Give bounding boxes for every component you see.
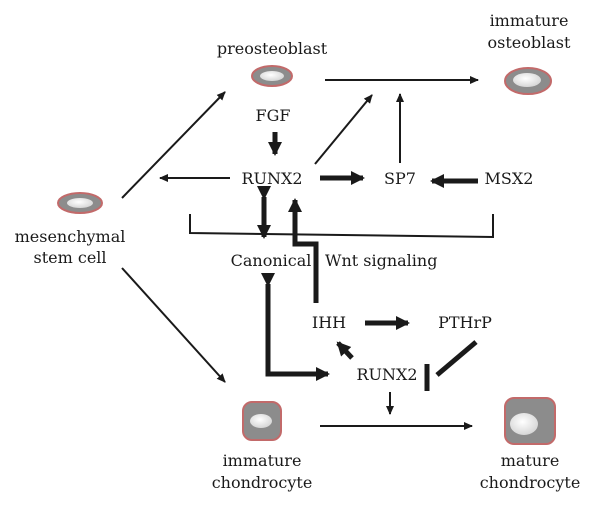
mesenchymal-stem-cell-icon <box>57 192 103 214</box>
pthrp-label: PTHrP <box>438 313 492 332</box>
immature-osteoblast-label-line2: osteoblast <box>488 33 571 52</box>
arrow-msc-to-preosteoblast <box>121 91 226 199</box>
inhibit-pthrp-to-runx2 <box>435 340 478 377</box>
arrow-runx2-to-osteoblast-path <box>314 94 373 165</box>
arrow-canonical-to-runx2-bottom <box>261 273 330 381</box>
msx2-label: MSX2 <box>485 169 534 188</box>
wnt-signaling-label: Wnt signaling <box>325 251 437 270</box>
immature-chondrocyte-cell-icon <box>242 401 282 441</box>
mesenchymal-label-line1: mesenchymal <box>15 227 126 246</box>
immature-osteoblast-label-line1: immature <box>490 11 569 30</box>
ihh-label: IHH <box>312 313 346 332</box>
mature-chondrocyte-label-line1: mature <box>501 451 560 470</box>
arrow-msc-to-immature-chondrocyte <box>121 267 226 383</box>
preosteoblast-label: preosteoblast <box>217 39 328 58</box>
mesenchymal-label-line2: stem cell <box>33 248 106 267</box>
mature-chondrocyte-label-line2: chondrocyte <box>480 473 581 492</box>
immature-chondrocyte-label-line1: immature <box>223 451 302 470</box>
bracket-line <box>189 214 494 239</box>
immature-osteoblast-cell-icon <box>504 67 552 95</box>
immature-chondrocyte-label-line2: chondrocyte <box>212 473 313 492</box>
arrow-runx2-to-ihh <box>336 341 354 360</box>
canonical-label: Canonical <box>231 251 312 270</box>
runx2-bottom-label: RUNX2 <box>356 365 417 384</box>
runx2-top-label: RUNX2 <box>241 169 302 188</box>
fgf-label: FGF <box>256 106 291 125</box>
mature-chondrocyte-cell-icon <box>504 397 556 445</box>
sp7-label: SP7 <box>384 169 416 188</box>
preosteoblast-cell-icon <box>251 65 293 87</box>
